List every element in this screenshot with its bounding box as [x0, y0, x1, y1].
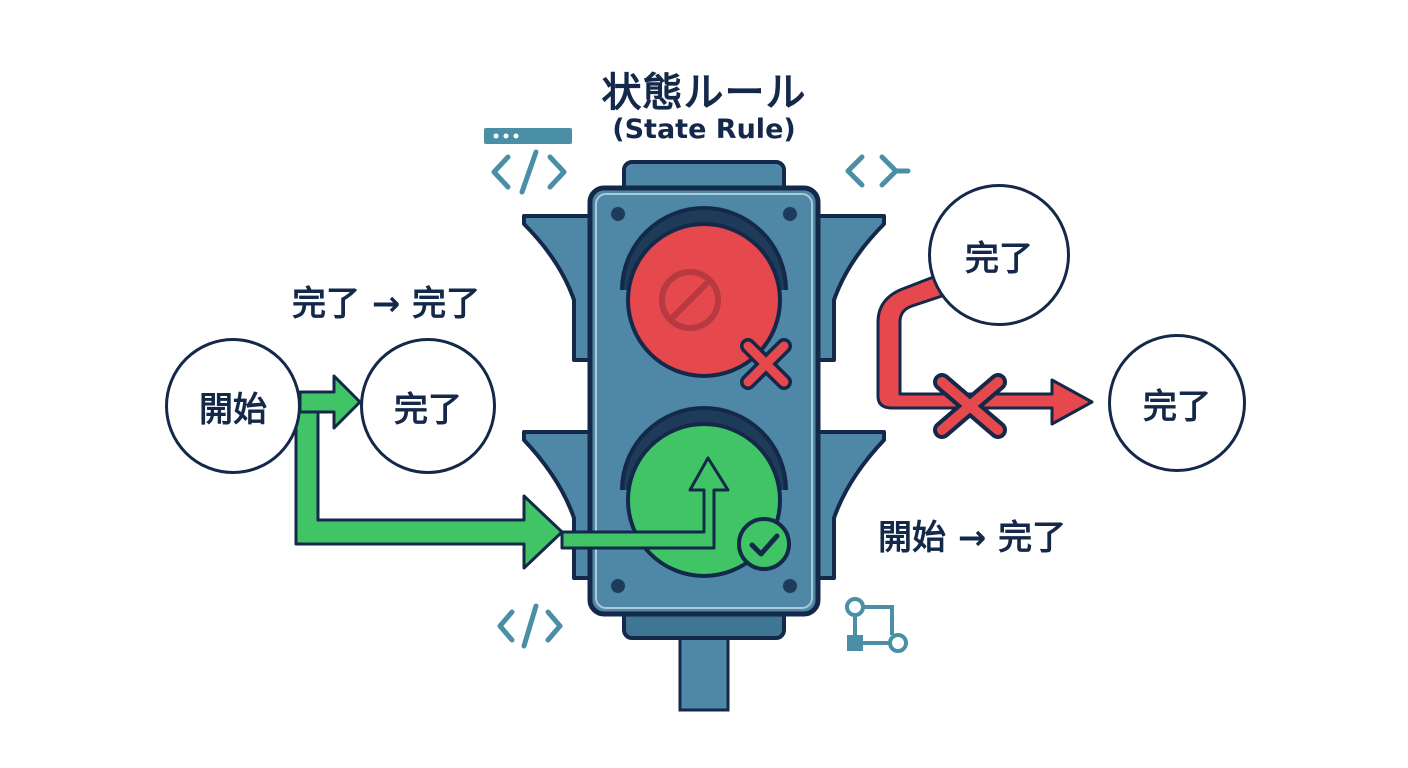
arrow-start-to-green-light: [294, 410, 730, 570]
title-japanese: 状態ルール: [601, 70, 807, 116]
check-circle-icon: [737, 517, 791, 571]
title-english: (State Rule): [612, 114, 796, 145]
code-icon: [497, 603, 563, 649]
right-rule-label: 開始 → 完了: [878, 518, 1067, 558]
window-bar-icon: [484, 128, 572, 144]
arrow-done-to-done-blocked: [876, 274, 1094, 439]
red-light: [620, 206, 792, 390]
x-mark-icon: [740, 338, 792, 390]
upper-side-wings: [522, 214, 886, 362]
node-done-top-right: 完了: [928, 184, 1070, 326]
code-icon: [491, 149, 567, 195]
node-done-left: 完了: [360, 338, 496, 474]
node-done-right: 完了: [1108, 334, 1246, 472]
node-start: 開始: [165, 338, 301, 474]
x-mark-icon: [933, 373, 1007, 439]
flow-icon: [845, 597, 908, 653]
left-rule-label: 完了 → 完了: [292, 284, 481, 324]
traffic-light-pole: [678, 628, 730, 712]
prohibited-icon: [659, 269, 721, 331]
chevron-icon: [845, 154, 911, 188]
screws: [611, 207, 797, 593]
